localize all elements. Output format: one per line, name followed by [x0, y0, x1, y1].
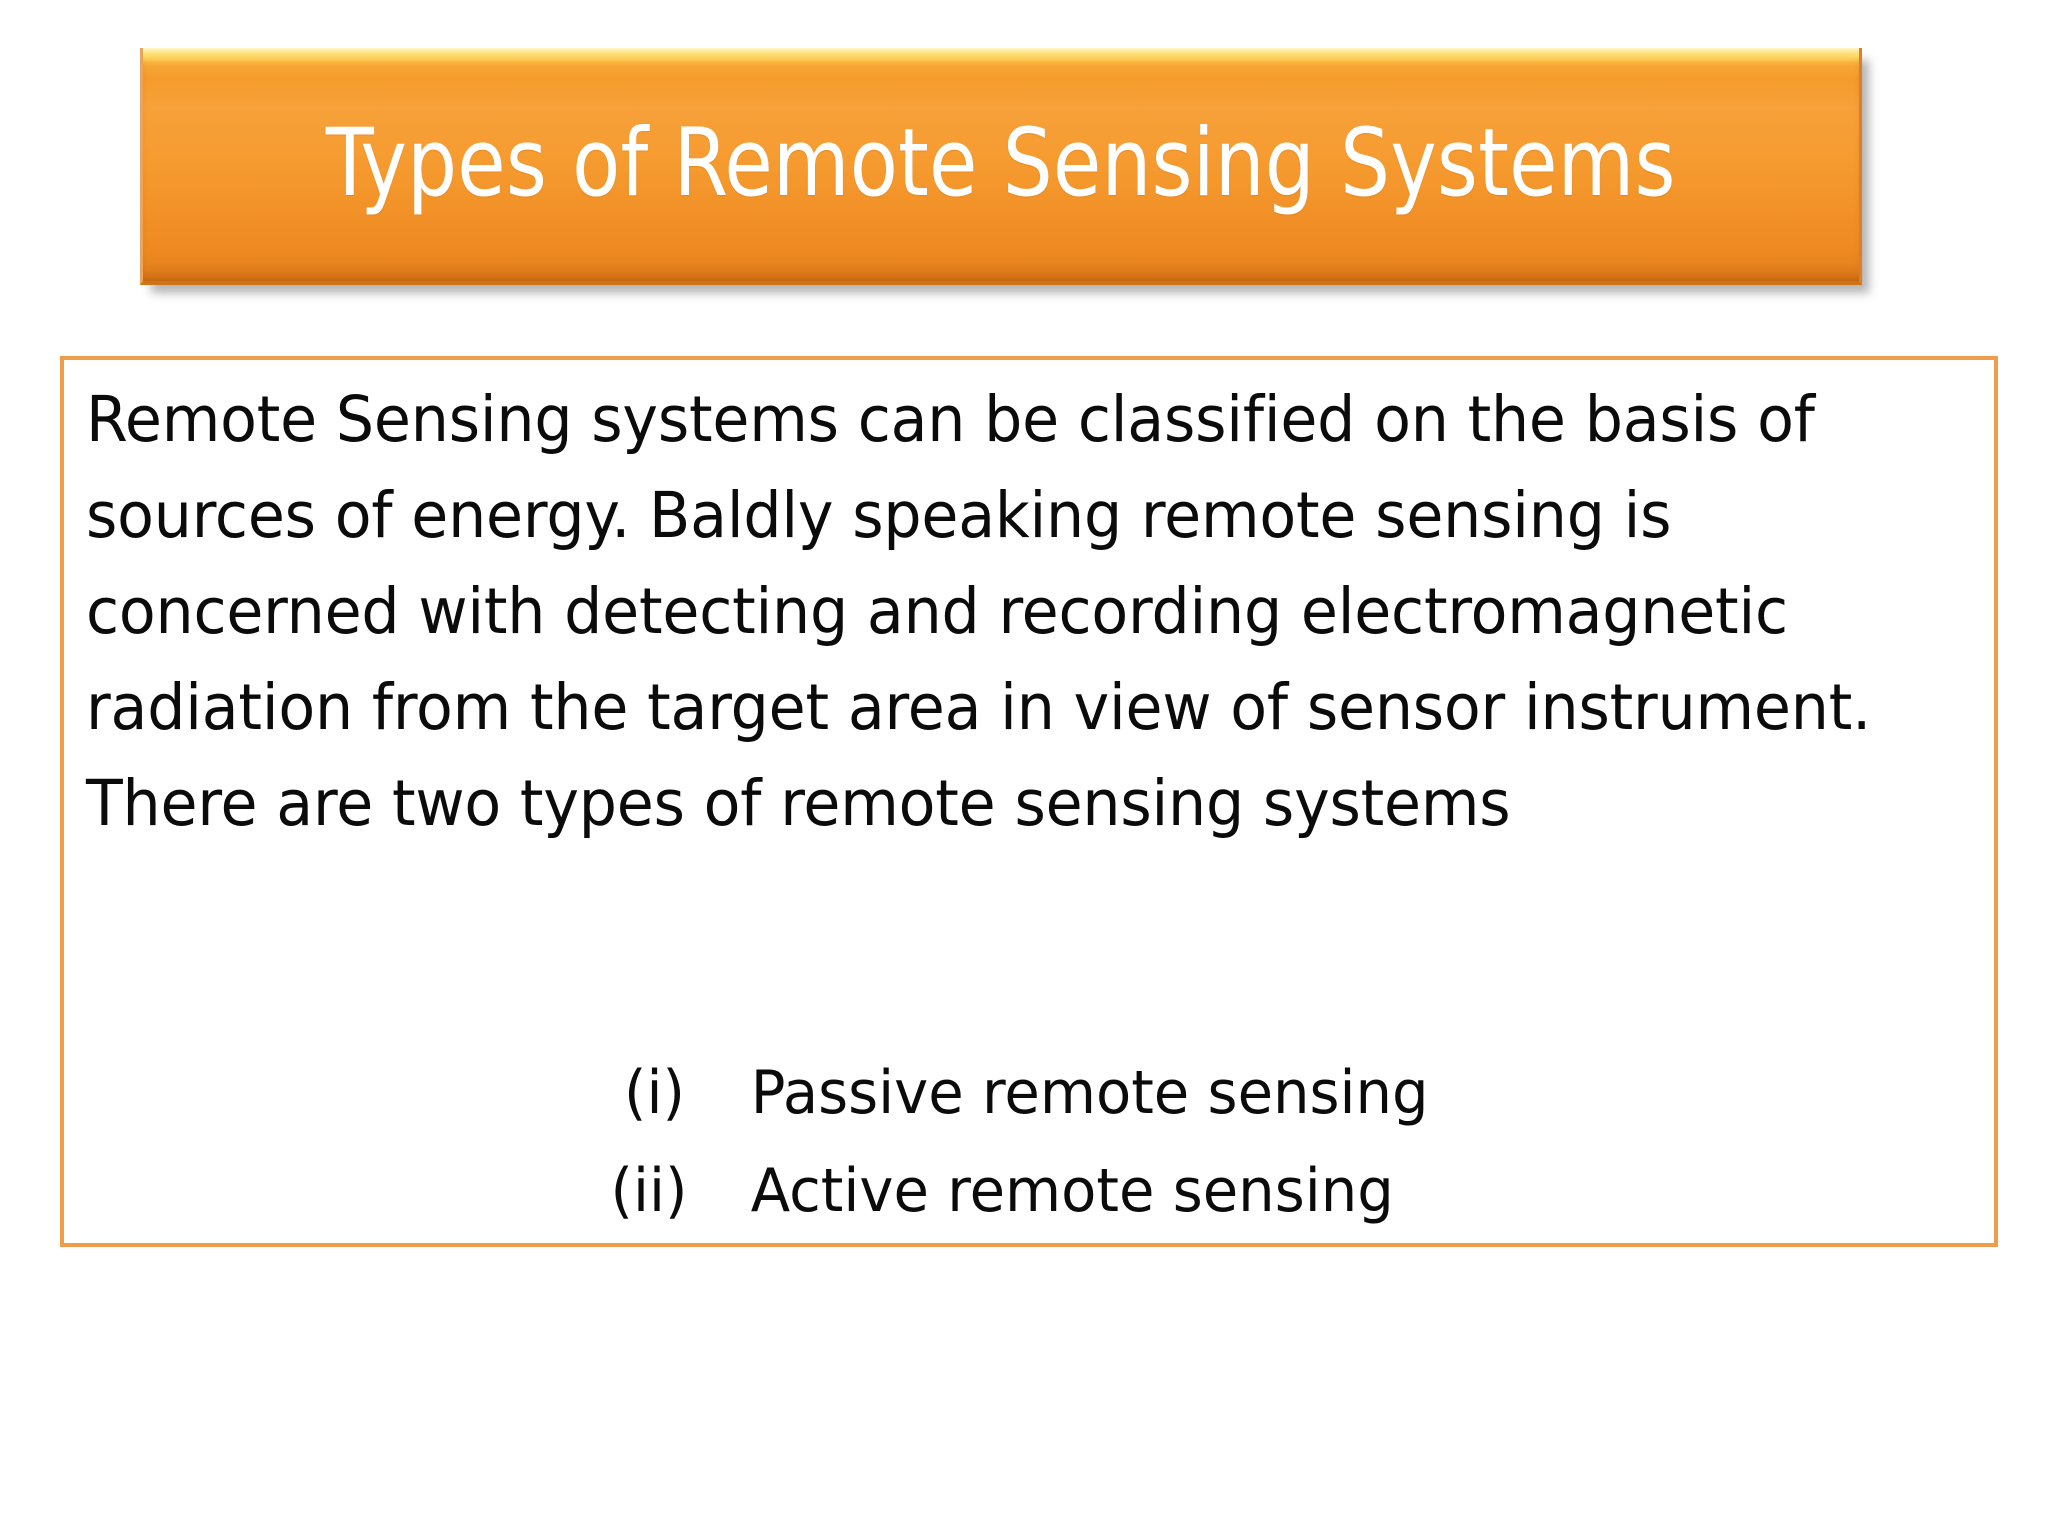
list-item-marker: (i): [624, 1058, 685, 1128]
content-panel: Remote Sensing systems can be classified…: [60, 356, 1998, 1247]
body-paragraph: Remote Sensing systems can be classified…: [86, 383, 1872, 840]
page-title: Types of Remote Sensing Systems: [326, 109, 1676, 219]
slide-title-banner: Types of Remote Sensing Systems: [140, 48, 1862, 285]
remote-sensing-types-list: (i) Passive remote sensing (ii) Active r…: [611, 1044, 1429, 1240]
list-item-label: Active remote sensing: [750, 1156, 1394, 1226]
list-item-label: Passive remote sensing: [750, 1058, 1429, 1128]
list-item: (i) Passive remote sensing: [624, 1044, 1429, 1142]
list-item: (ii) Active remote sensing: [611, 1142, 1429, 1240]
list-item-marker: (ii): [610, 1156, 688, 1226]
